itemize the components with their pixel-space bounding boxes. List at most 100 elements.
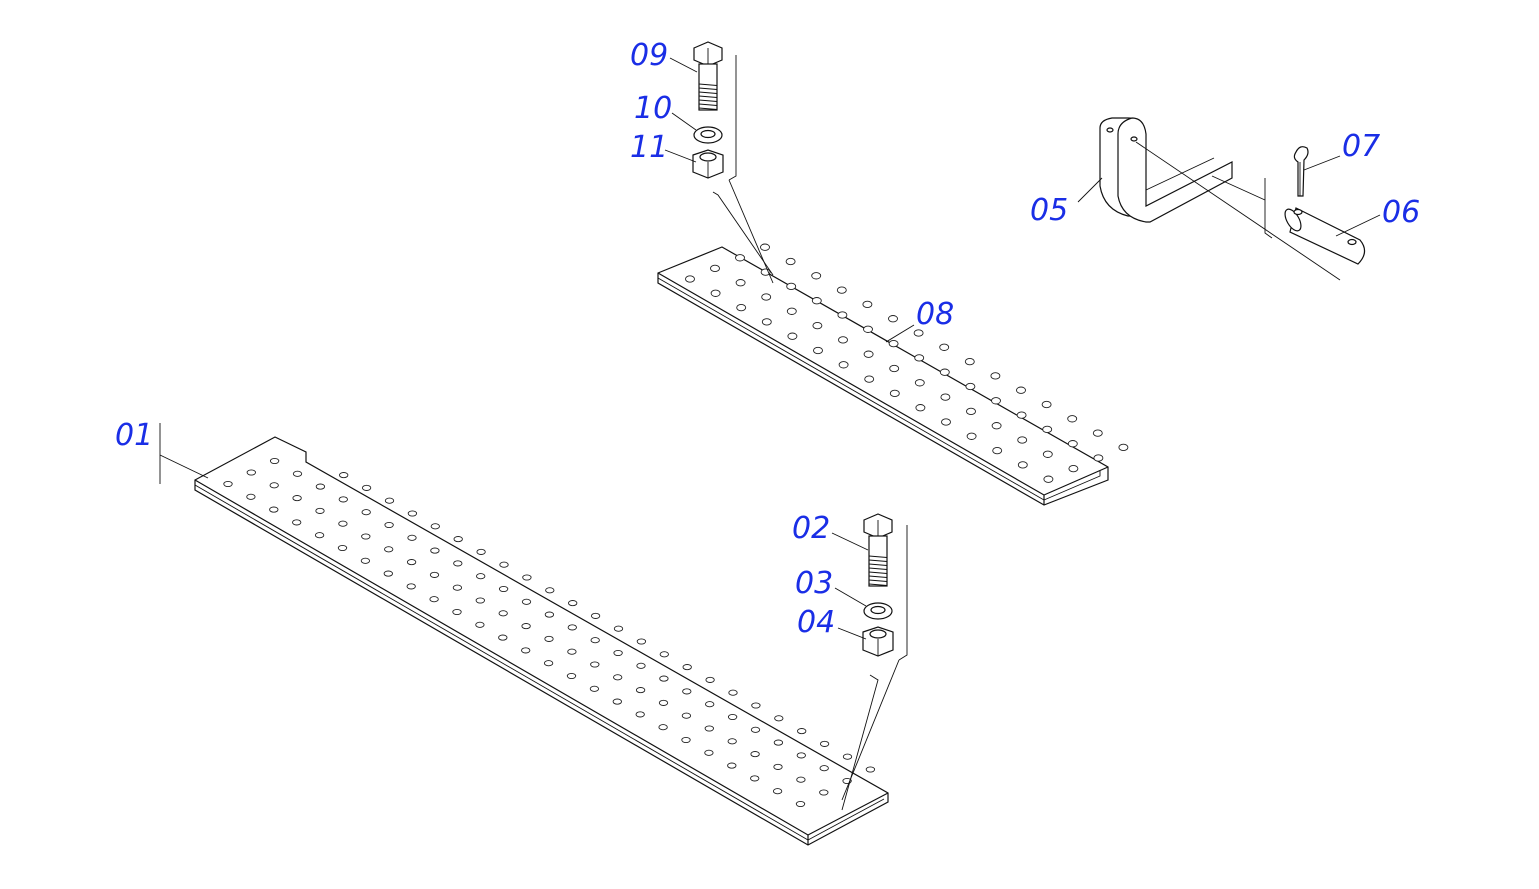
perforation-hole	[476, 573, 486, 580]
washer-10	[693, 126, 723, 144]
step-plate-08-holes	[685, 243, 1129, 483]
perforation-hole	[521, 598, 532, 605]
thread-line	[698, 91, 718, 94]
perforation-hole	[727, 713, 738, 721]
perforation-hole	[475, 621, 485, 628]
assembly-lines-bottom	[841, 525, 908, 811]
perforation-hole	[865, 766, 876, 773]
perforation-hole	[682, 664, 692, 671]
thread-line	[698, 103, 718, 106]
perforation-hole	[292, 519, 302, 526]
perforation-hole	[1067, 415, 1078, 423]
thread-line	[698, 107, 718, 110]
perforation-hole	[658, 724, 668, 731]
perforation-hole	[429, 571, 440, 578]
perforation-hole	[453, 560, 463, 567]
perforation-hole	[407, 510, 418, 517]
perforation-hole	[406, 583, 416, 590]
callout-07: 07	[1342, 129, 1380, 164]
perforation-hole	[842, 753, 853, 760]
perforation-hole	[941, 418, 951, 426]
perforation-hole	[475, 597, 485, 604]
perforation-hole	[837, 311, 848, 319]
bolt-09	[693, 41, 723, 111]
perforation-hole	[735, 254, 745, 262]
perforation-hole	[246, 469, 256, 476]
perforation-hole	[521, 647, 531, 654]
perforation-hole	[750, 751, 760, 758]
perforation-hole	[939, 343, 950, 351]
perforation-hole	[1041, 400, 1052, 409]
perforation-hole	[990, 372, 1001, 380]
thread-line	[698, 95, 718, 98]
perforation-hole	[1017, 461, 1028, 469]
perforation-hole	[811, 297, 822, 305]
perforation-hole	[966, 407, 976, 416]
perforation-hole	[498, 585, 509, 593]
perforation-hole	[315, 507, 325, 514]
perforation-hole	[710, 264, 720, 273]
perforation-hole	[914, 379, 925, 387]
thread-line	[868, 563, 888, 566]
perforation-hole	[339, 472, 349, 479]
perforation-hole	[964, 357, 975, 366]
perforation-hole	[1016, 386, 1026, 394]
callout-03: 03	[795, 566, 833, 601]
clevis-pin-06	[1284, 207, 1366, 265]
perforation-hole	[430, 523, 440, 530]
perforation-hole	[940, 393, 951, 401]
callout-04: 04	[797, 605, 835, 640]
perforation-hole	[838, 336, 848, 344]
perforation-hole	[681, 736, 691, 744]
perforation-hole	[498, 634, 508, 641]
perforation-hole	[786, 307, 797, 315]
perforation-hole	[991, 422, 1002, 430]
thread-line	[868, 583, 888, 586]
perforation-hole	[914, 354, 925, 362]
perforation-hole	[223, 480, 233, 488]
perforation-hole	[727, 762, 737, 769]
perforation-hole	[760, 243, 770, 251]
perforation-hole	[360, 557, 371, 564]
thread-line	[868, 571, 888, 574]
perforation-hole	[1017, 436, 1028, 444]
perforation-hole	[796, 776, 806, 783]
perforation-hole	[704, 749, 714, 756]
perforation-hole	[544, 635, 554, 642]
perforation-hole	[383, 570, 393, 577]
perforation-hole	[361, 484, 372, 491]
callout-09: 09	[630, 38, 668, 73]
perforation-hole	[246, 493, 256, 500]
thread-line	[868, 575, 888, 578]
perforation-hole	[796, 752, 806, 759]
bolt-02	[863, 513, 893, 587]
step-plate-01	[194, 436, 889, 846]
perforation-hole	[544, 611, 555, 618]
callout-05: 05	[1030, 193, 1068, 228]
perforation-hole	[567, 624, 577, 631]
perforation-hole	[521, 623, 531, 630]
perforation-hole	[773, 739, 784, 746]
perforation-hole	[863, 350, 874, 358]
perforation-hole	[812, 321, 823, 330]
perforation-hole	[1093, 454, 1104, 462]
perforation-hole	[774, 715, 784, 722]
perforation-hole	[361, 509, 371, 516]
callout-01: 01	[115, 418, 153, 453]
perforation-hole	[681, 712, 692, 719]
callout-08: 08	[916, 297, 954, 332]
perforation-hole	[567, 648, 577, 655]
perforation-hole	[728, 689, 738, 696]
perforation-hole	[452, 608, 462, 616]
perforation-hole	[337, 544, 348, 552]
perforation-hole	[269, 482, 279, 489]
perforation-hole	[966, 432, 977, 440]
perforation-hole	[314, 532, 325, 539]
perforation-hole	[888, 339, 899, 348]
perforation-hole	[590, 637, 600, 644]
perforation-hole	[384, 546, 394, 553]
perforation-hole	[635, 711, 645, 718]
perforation-hole	[590, 661, 600, 668]
perforation-hole	[612, 698, 622, 705]
